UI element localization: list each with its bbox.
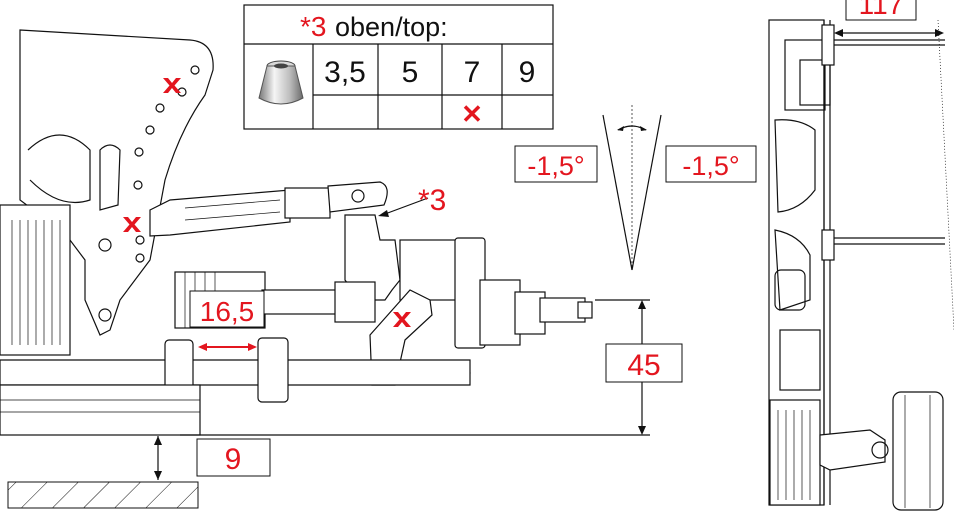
red-cross-marker — [393, 312, 411, 327]
shim-table-marker: *3 — [300, 11, 326, 42]
red-cross-marker — [163, 78, 181, 93]
shim-selected-mark: ✕ — [461, 99, 483, 129]
upper-link — [149, 181, 388, 237]
chassis-top-view — [768, 19, 954, 511]
camber-left-value: -1,5° — [527, 151, 584, 181]
track-width-arrow — [834, 29, 944, 37]
hub-height-value: 45 — [627, 349, 660, 382]
track-width-box — [845, 0, 917, 21]
camber-left-box — [514, 145, 598, 183]
shim-size-0: 3,5 — [324, 56, 366, 89]
shim-size-2: 7 — [464, 56, 481, 89]
ground-hatch — [7, 481, 199, 509]
rod-length-arrow — [198, 343, 257, 351]
camber-right-value: -1,5° — [682, 151, 739, 181]
ride-height-box — [196, 438, 271, 477]
rod-length-box — [189, 290, 265, 328]
camber-right-box — [665, 145, 757, 183]
shock-tower — [19, 29, 214, 336]
ride-height-value: 9 — [225, 443, 242, 476]
red-cross-marker — [123, 217, 141, 232]
rod-length-value: 16,5 — [200, 296, 255, 327]
hub-carrier — [344, 214, 593, 384]
callout-arrow — [378, 197, 429, 217]
lower-arm — [0, 289, 471, 436]
shim-size-3: 9 — [519, 56, 536, 89]
shim-table-heading: oben/top: — [335, 12, 448, 42]
shim-spacer-image — [258, 60, 304, 105]
track-width-value: 117 — [859, 0, 904, 20]
callout-label: *3 — [418, 184, 446, 217]
shim-size-1: 5 — [402, 56, 419, 89]
shim-table — [243, 4, 554, 130]
hub-height-box — [605, 343, 683, 383]
ride-height-dimension — [154, 436, 162, 480]
camber-diagram — [602, 105, 662, 271]
shock-absorber-body — [0, 204, 71, 356]
